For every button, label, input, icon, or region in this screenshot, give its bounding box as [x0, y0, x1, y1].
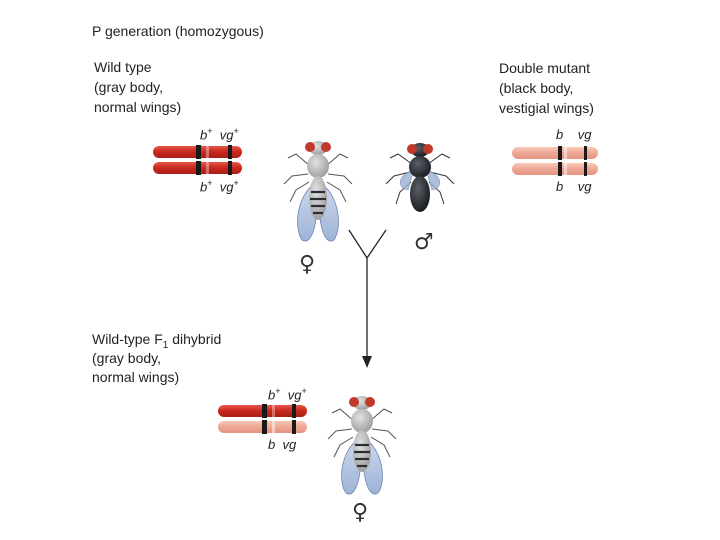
wild-type-line3: normal wings): [94, 99, 182, 115]
f1-allele-top: b+ vg+: [268, 386, 307, 403]
double-mutant-line1: Double mutant: [499, 60, 591, 76]
female-symbol-parent: ♀: [299, 252, 316, 277]
mutant-chromosome-bottom: [512, 162, 598, 176]
f1-line1-post: dihybrid: [168, 331, 222, 347]
mutant-allele-bottom: b vg: [556, 179, 592, 194]
female-fly-icon: [283, 141, 353, 242]
mutant-allele-top: b vg: [556, 127, 592, 142]
f1-line2: (gray body,: [92, 350, 161, 366]
wild-chromosome-bottom: [153, 161, 242, 175]
female-symbol-offspring: ♀: [352, 500, 369, 525]
wild-chromosome-top: [153, 145, 242, 159]
offspring-fly-icon: [327, 396, 397, 495]
f1-chromosome-top: [218, 404, 307, 418]
f1-line1: Wild-type F1 dihybrid: [92, 331, 221, 354]
mutant-chromosome-top: [512, 146, 598, 160]
wild-type-line1: Wild type: [94, 59, 152, 75]
wild-allele-top: b+ vg+: [200, 126, 239, 143]
double-mutant-line3: vestigial wings): [499, 100, 594, 116]
f1-subscript: 1: [162, 339, 169, 351]
male-fly-icon: [385, 143, 455, 212]
f1-line1-pre: Wild-type F: [92, 331, 163, 347]
wild-type-line2: (gray body,: [94, 79, 163, 95]
arrow-icon: [348, 229, 387, 368]
double-mutant-line2: (black body,: [499, 80, 574, 96]
f1-chromosome-bottom: [218, 420, 307, 434]
f1-line3: normal wings): [92, 369, 180, 385]
page-title: P generation (homozygous): [92, 23, 264, 39]
male-symbol: ♂: [414, 230, 434, 255]
wild-allele-bottom: b+ vg+: [200, 178, 239, 195]
f1-allele-bottom: b vg: [268, 437, 297, 452]
